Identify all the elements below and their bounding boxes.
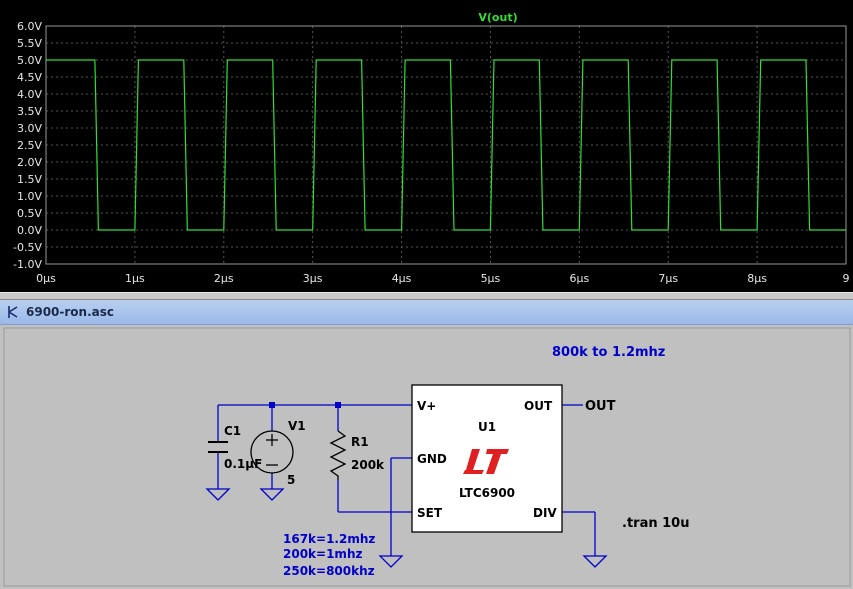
u1-pin-div: DIV — [533, 506, 557, 520]
r1-name: R1 — [351, 435, 369, 449]
x-tick-label: 9 — [843, 272, 850, 285]
y-tick-label: 5.0V — [17, 54, 42, 67]
y-tick-label: -0.5V — [13, 241, 42, 254]
y-tick-label: 2.0V — [17, 156, 42, 169]
y-tick-label: 2.5V — [17, 139, 42, 152]
pane-splitter[interactable] — [0, 292, 853, 300]
frequency-note: 800k to 1.2mhz — [552, 345, 665, 360]
ground-symbols — [205, 488, 608, 568]
freq-note-line: 250k=800khz — [283, 564, 375, 578]
x-tick-label: 2µs — [214, 272, 234, 285]
wires — [217, 404, 596, 556]
x-tick-label: 6µs — [569, 272, 589, 285]
y-tick-label: -1.0V — [13, 258, 42, 271]
spice-directive[interactable]: .tran 10u — [622, 516, 689, 531]
x-tick-label: 4µs — [392, 272, 412, 285]
linear-technology-logo-icon — [463, 449, 509, 474]
v1-value: 5 — [287, 473, 295, 487]
vout-trace[interactable] — [46, 59, 846, 231]
schematic-icon — [8, 306, 18, 318]
schematic-canvas[interactable]: 800k to 1.2mhz C1 0.1µF V1 5 R1 200k — [0, 325, 853, 589]
freq-note-line: 167k=1.2mhz — [283, 532, 375, 546]
trace-label[interactable]: V(out) — [478, 11, 517, 24]
y-axis: 6.0V 5.5V 5.0V 4.5V 4.0V 3.5V 3.0V 2.5V 2.0V 1.5V… — [13, 20, 42, 271]
x-axis: 0µs 1µs 2µs 3µs 4µs 5µs 6µs 7µs 8µs 9 — [36, 272, 849, 285]
x-tick-label: 1µs — [125, 272, 145, 285]
u1-ic-body[interactable] — [411, 384, 563, 533]
x-tick-label: 3µs — [303, 272, 323, 285]
y-tick-label: 6.0V — [17, 20, 42, 33]
schematic-titlebar[interactable]: 6900-ron.asc — [0, 300, 853, 325]
freq-note-line: 200k=1mhz — [283, 547, 362, 561]
resistor-frequency-notes: 167k=1.2mhz 200k=1mhz 250k=800khz — [283, 532, 375, 578]
y-tick-label: 4.0V — [17, 88, 42, 101]
u1-pin-gnd: GND — [417, 452, 447, 466]
y-tick-label: 0.5V — [17, 207, 42, 220]
x-tick-label: 8µs — [747, 272, 767, 285]
y-tick-label: 1.5V — [17, 173, 42, 186]
c1-value: 0.1µF — [224, 457, 262, 471]
canvas-border — [3, 327, 851, 587]
waveform-plot[interactable]: V(out) 6.0V 5.5V 5.0V 4.5V 4.0V 3.5V 3.0V 2.5V 2… — [0, 0, 853, 292]
u1-name: U1 — [478, 420, 496, 434]
y-tick-label: 5.5V — [17, 37, 42, 50]
c1-name: C1 — [224, 424, 241, 438]
schematic-title: 6900-ron.asc — [26, 305, 114, 319]
x-tick-label: 5µs — [481, 272, 501, 285]
y-tick-label: 4.5V — [17, 71, 42, 84]
y-tick-label: 1.0V — [17, 190, 42, 203]
r1-resistor-symbol[interactable] — [329, 430, 347, 480]
u1-part: LTC6900 — [459, 486, 515, 500]
y-tick-label: 3.0V — [17, 122, 42, 135]
junction-dots — [269, 402, 341, 408]
c1-capacitor-symbol[interactable] — [208, 441, 228, 453]
x-tick-label: 7µs — [658, 272, 678, 285]
r1-value: 200k — [351, 458, 385, 472]
plot-frame — [45, 25, 847, 265]
out-net-label: OUT — [585, 399, 616, 414]
y-tick-label: 0.0V — [17, 224, 42, 237]
v1-name: V1 — [288, 419, 306, 433]
v1-source-symbol[interactable] — [250, 430, 294, 474]
u1-pin-vplus: V+ — [417, 399, 436, 413]
u1-pin-set: SET — [417, 506, 443, 520]
x-tick-label: 0µs — [36, 272, 56, 285]
y-tick-label: 3.5V — [17, 105, 42, 118]
u1-pin-out: OUT — [524, 399, 553, 413]
plot-grid — [45, 25, 847, 265]
